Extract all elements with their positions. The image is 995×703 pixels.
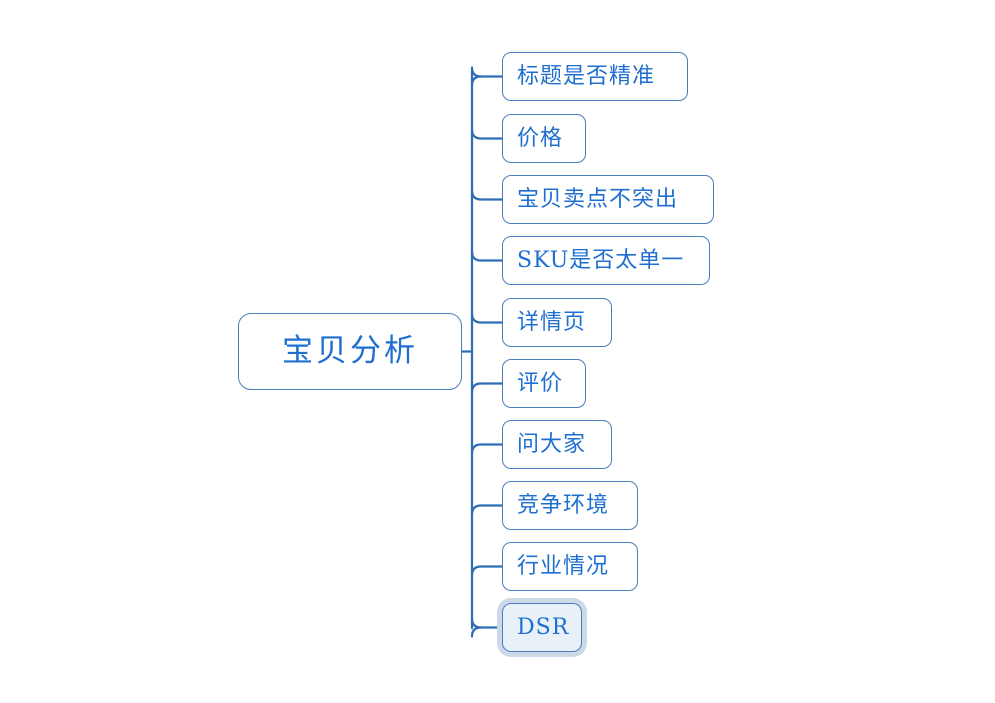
mind-map-node-price[interactable]: 价格 [502, 114, 586, 163]
mind-map-root-node[interactable]: 宝贝分析 [238, 313, 462, 390]
root-node-label: 宝贝分析 [282, 333, 418, 369]
connector-to-reviews [470, 382, 504, 394]
node-label: 评价 [517, 370, 564, 396]
connector-to-competition [470, 504, 504, 516]
mind-map-node-ask-everyone[interactable]: 问大家 [502, 420, 612, 469]
node-label: 行业情况 [517, 553, 610, 579]
node-label: DSR [517, 614, 570, 640]
mind-map-node-dsr[interactable]: DSR [502, 603, 582, 652]
connector-to-detail-page [470, 312, 504, 324]
mind-map-node-sku-variety[interactable]: SKU是否太单一 [502, 236, 710, 285]
node-label: SKU是否太单一 [517, 247, 685, 273]
connector-to-title-accuracy [470, 66, 504, 78]
connector-trunk-top-cap [470, 75, 483, 87]
node-label: 价格 [517, 125, 564, 151]
mind-map-node-selling-point[interactable]: 宝贝卖点不突出 [502, 175, 714, 224]
connector-trunk-bottom-cap [470, 617, 483, 629]
mind-map-node-competition[interactable]: 竞争环境 [502, 481, 638, 530]
connector-to-dsr [470, 626, 504, 638]
node-label: 宝贝卖点不突出 [517, 186, 679, 212]
connector-to-price [470, 128, 504, 140]
mind-map-node-detail-page[interactable]: 详情页 [502, 298, 612, 347]
mind-map-node-reviews[interactable]: 评价 [502, 359, 586, 408]
connector-to-sku-variety [470, 250, 504, 262]
node-label: 竞争环境 [517, 492, 610, 518]
connector-to-industry-status [470, 565, 504, 577]
node-label: 问大家 [517, 431, 587, 457]
connector-to-ask-everyone [470, 443, 504, 455]
node-label: 标题是否精准 [517, 63, 656, 89]
node-label: 详情页 [517, 309, 587, 335]
mind-map-node-title-accuracy[interactable]: 标题是否精准 [502, 52, 688, 101]
mind-map-node-industry-status[interactable]: 行业情况 [502, 542, 638, 591]
connector-to-selling-point [470, 189, 504, 201]
